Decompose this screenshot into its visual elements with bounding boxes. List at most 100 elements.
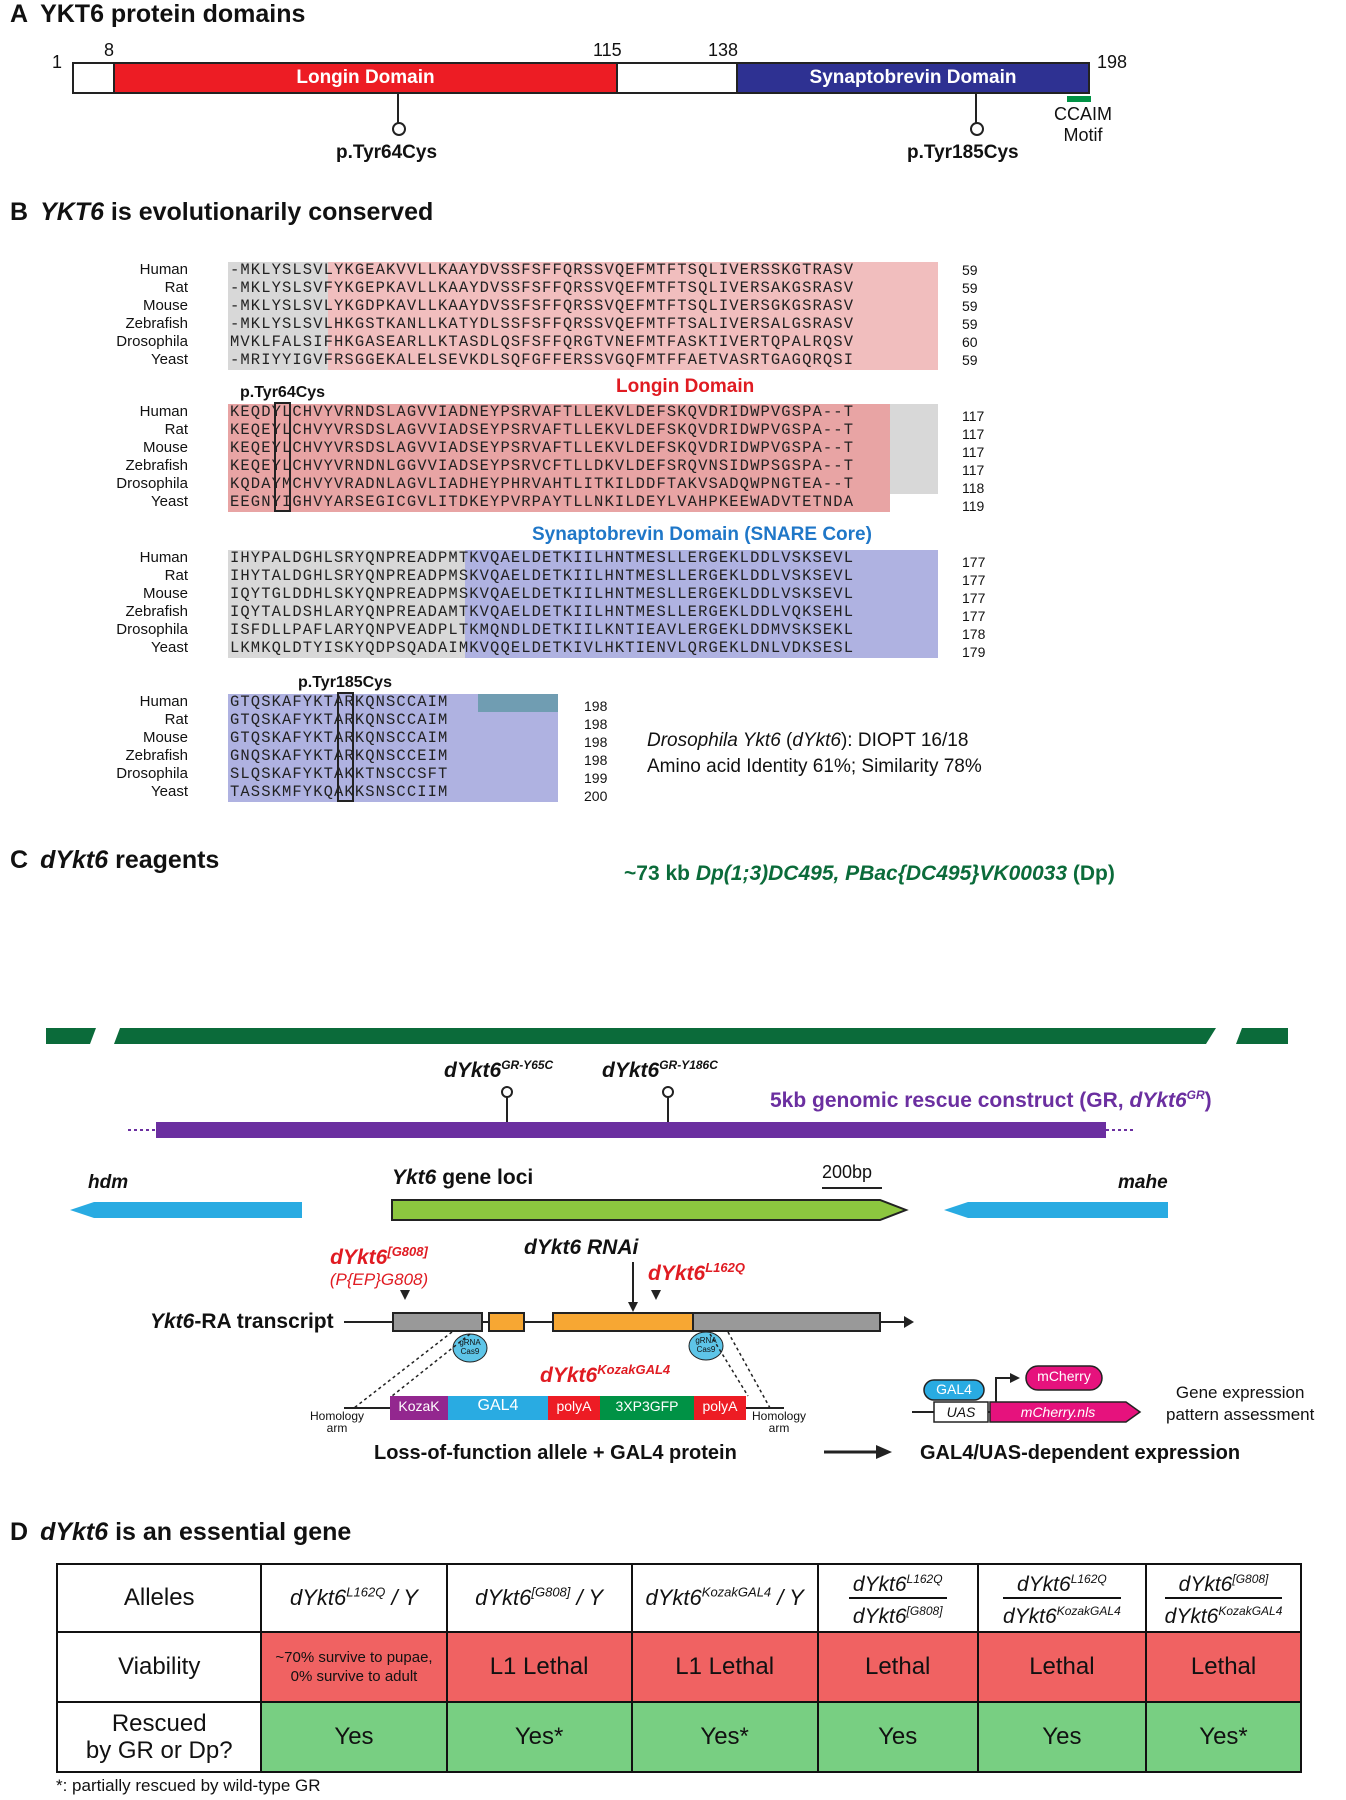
longin-domain-title: Longin Domain	[616, 376, 755, 397]
sequence-row: KQDAYMCHVYVRADNLAGVLIADHEYPHRVAHTLITKILD…	[230, 475, 855, 493]
grna-cas9-right	[688, 1331, 724, 1361]
species-label: Rat	[164, 421, 188, 438]
transcription-start-arrow	[995, 1377, 1012, 1402]
residue-number: 179	[962, 644, 986, 660]
species-label: Rat	[164, 279, 188, 296]
residue-number: 60	[962, 334, 978, 350]
gr-y65c-marker	[501, 1086, 513, 1098]
gr-construct-label: 5kb genomic rescue construct (GR, dYkt6G…	[770, 1088, 1212, 1112]
viability-cell: Lethal	[976, 1631, 1148, 1703]
residue-number: 198	[584, 716, 608, 732]
g808-label: dYkt6[G808] (P{EP}G808)	[329, 1244, 429, 1289]
gr-construct-bar	[156, 1122, 1106, 1138]
mut1-stem	[397, 94, 399, 124]
position-138: 138	[708, 40, 739, 60]
residue-number: 177	[962, 590, 986, 606]
ykt6-gene-label: Ykt6 gene loci	[392, 1166, 534, 1189]
longin-region-highlight	[328, 262, 938, 370]
mcherry-nls-label: mCherry.nls	[1020, 1404, 1096, 1420]
sequence-row: GTQSKAFYKTARKQNSCCAIM	[230, 729, 449, 747]
sequence-row: -MKLYSLSVLYKGEAKVVLLKAAYDVSSFSFFQRSSVQEF…	[230, 261, 855, 279]
species-label: Drosophila	[116, 475, 188, 492]
panel-letter: C	[10, 846, 29, 874]
mcherry-protein	[1025, 1365, 1103, 1391]
viability-cell: ~70% survive to pupae,0% survive to adul…	[260, 1631, 448, 1703]
species-label: Rat	[164, 567, 188, 584]
species-label: Zebrafish	[125, 603, 188, 620]
transcription-start-arrowhead	[1010, 1373, 1020, 1383]
mut1-marker	[392, 122, 406, 136]
dp-label: ~73 kb Dp(1;3)DC495, PBac{DC495}VK00033 …	[624, 862, 1115, 885]
viability-cell: Lethal	[1145, 1631, 1302, 1703]
cassette-polya-2-label: polyA	[702, 1398, 738, 1414]
ccaim-highlight	[478, 694, 558, 712]
sequence-row: KEQDYLCHVYVRNDSLAGVVIADNEYPSRVAFTLLEKVLD…	[230, 403, 855, 421]
sequence-row: GNQSKAFYKTARKQNSCCEIM	[230, 747, 449, 765]
sequence-row: -MKLYSLSVFYKGEPKAVLLKAAYDVSSFSFFQRSSVQEF…	[230, 279, 855, 297]
hdm-gene-arrow	[70, 1202, 302, 1218]
ykt6-gene-arrow	[391, 1199, 909, 1221]
scale-bar-label: 200bp	[822, 1162, 873, 1182]
cassette-kozak-label: KozaK	[398, 1398, 440, 1414]
table-row: Viability ~70% survive to pupae,0% survi…	[55, 1631, 1302, 1703]
sequence-row: KEQEYLCHVYVRSDSLAGVVIADSEYPSRVAFTLLEKVLD…	[230, 421, 855, 439]
mcherry-protein-label: mCherry	[1037, 1368, 1091, 1384]
longin-domain-label: Longin Domain	[296, 67, 435, 88]
cassette-polya-1	[548, 1396, 600, 1420]
synaptobrevin-domain-bar: Synaptobrevin Domain	[736, 62, 1090, 94]
cassette-kozak	[390, 1396, 448, 1420]
cassette-polya-1-label: polyA	[556, 1398, 592, 1414]
sequence-row: IHYTALDGHLSRYQNPREADPMSKVQAELDETKIILHNTM…	[230, 567, 855, 585]
longin-domain-bar: Longin Domain	[113, 62, 618, 94]
exon-2	[552, 1312, 694, 1332]
row-header-alleles: Alleles	[55, 1563, 263, 1633]
exon-utr-5	[392, 1312, 483, 1332]
homology-line-2	[391, 1333, 471, 1397]
mut2-stem	[975, 94, 977, 124]
residue-number: 199	[584, 770, 608, 786]
species-label: Drosophila	[116, 765, 188, 782]
dp-bar-segment-left	[46, 1028, 96, 1044]
rescue-cell: Yes	[260, 1701, 448, 1773]
residue-number: 118	[962, 480, 985, 496]
residue-number: 177	[962, 572, 986, 588]
species-label: Yeast	[151, 783, 188, 800]
sequence-row: -MKLYSLSVLHKGSTKANLLKATYDLSSFSFFQRSSVQEF…	[230, 315, 855, 333]
residue-number: 59	[962, 316, 978, 332]
table-row: Alleles dYkt6L162Q / Y dYkt6[G808] / Y d…	[55, 1563, 1302, 1633]
gr-y65c-label: dYkt6GR-Y65C	[444, 1058, 554, 1082]
uas-box	[933, 1401, 989, 1423]
lof-label: Loss-of-function allele + GAL4 protein	[374, 1442, 737, 1464]
hdm-label: hdm	[88, 1172, 129, 1193]
sequence-row: IQYTGLDDHLSKYQNPREADPMSKVQAELDETKIILHNTM…	[230, 585, 855, 603]
rescue-cell: Yes*	[630, 1701, 819, 1773]
mut1-label: p.Tyr64Cys	[336, 142, 438, 163]
synaptobrevin-domain-title: Synaptobrevin Domain (SNARE Core)	[532, 524, 872, 545]
panel-title-text: is an essential gene	[108, 1518, 352, 1546]
viability-cell: Lethal	[816, 1631, 979, 1703]
exon-1	[488, 1312, 525, 1332]
viability-cell: L1 Lethal	[445, 1631, 633, 1703]
mut-label-tyr64: p.Tyr64Cys	[240, 384, 326, 401]
mut-label-tyr185: p.Tyr185Cys	[298, 674, 392, 691]
process-arrowhead	[876, 1445, 892, 1459]
position-198: 198	[1097, 52, 1128, 72]
panel-letter: B	[10, 198, 29, 226]
rescue-cell: Yes	[816, 1701, 979, 1773]
mcherry-nls-gene	[989, 1401, 1142, 1423]
allele-cell: dYkt6L162Q / Y	[260, 1563, 448, 1633]
mut2-label: p.Tyr185Cys	[907, 142, 1019, 163]
species-label: Human	[139, 403, 188, 420]
sequence-row: SLQSKAFYKTAKKTNSCCSFT	[230, 765, 449, 783]
panel-title-text: is evolutionarily conserved	[103, 198, 434, 226]
sequence-row: KEQEYLCHVYVRSDSLAGVVIADSEYPSRVAFTLLEKVLD…	[230, 439, 855, 457]
residue-number: 117	[962, 408, 985, 424]
sequence-row: MVKLFALSIFHKGASEARLLKTASDLQSFSFFQRGTVNEF…	[230, 333, 855, 351]
